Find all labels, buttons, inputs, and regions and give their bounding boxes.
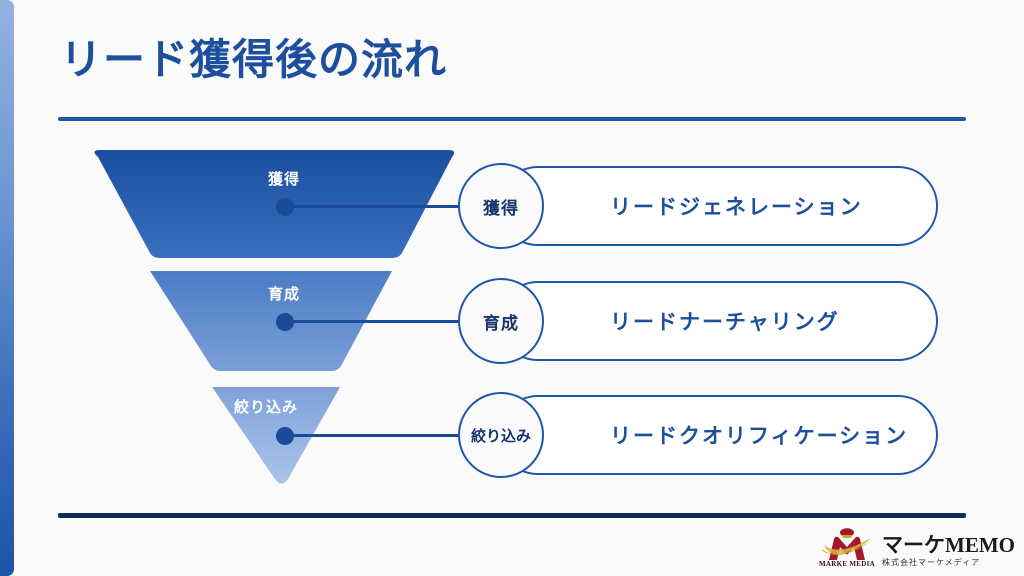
funnel-stage-1-label: 獲得: [267, 171, 301, 188]
left-accent-bar: [0, 0, 14, 576]
stage-pill-1-text: リードジェネレーション: [610, 196, 863, 219]
stage-pill-1[interactable]: リードジェネレーション: [498, 166, 938, 246]
page-title: リード獲得後の流れ: [60, 36, 448, 83]
stage-badge-3[interactable]: 絞り込み: [458, 392, 544, 478]
stage-pill-2-text: リードナーチャリング: [610, 311, 840, 334]
marke-media-logo-icon: [822, 528, 872, 560]
logo-mark-name: MARKE MEDIA: [819, 560, 875, 568]
stage-badge-1[interactable]: 獲得: [458, 163, 544, 249]
connector-dot-3: [276, 427, 294, 445]
connector-line-2: [285, 320, 465, 323]
connector-dot-1: [276, 198, 294, 216]
funnel-stage-2-label: 育成: [267, 286, 301, 303]
stage-pill-3-text: リードクオリフィケーション: [610, 425, 909, 448]
funnel-stage-3-label: 絞り込み: [233, 399, 299, 416]
connector-line-3: [285, 434, 465, 437]
connector-dot-2: [276, 313, 294, 331]
stage-badge-3-label: 絞り込み: [470, 427, 531, 445]
divider-top: [58, 117, 966, 121]
logo-wordmark: マーケMEMO: [882, 533, 1015, 557]
stage-badge-1-label: 獲得: [483, 198, 519, 218]
stage-badge-2-label: 育成: [483, 313, 519, 333]
stage-pill-3[interactable]: リードクオリフィケーション: [498, 395, 938, 475]
divider-bottom: [58, 513, 966, 518]
connector-line-1: [285, 205, 465, 208]
logo-subtitle: 株式会社マーケメディア: [882, 558, 981, 567]
brand-logo: MARKE MEDIA マーケMEMO 株式会社マーケメディア: [816, 527, 1015, 571]
stage-badge-2[interactable]: 育成: [458, 278, 544, 364]
funnel-stage-1: [94, 150, 455, 258]
stage-pill-2[interactable]: リードナーチャリング: [498, 281, 938, 361]
